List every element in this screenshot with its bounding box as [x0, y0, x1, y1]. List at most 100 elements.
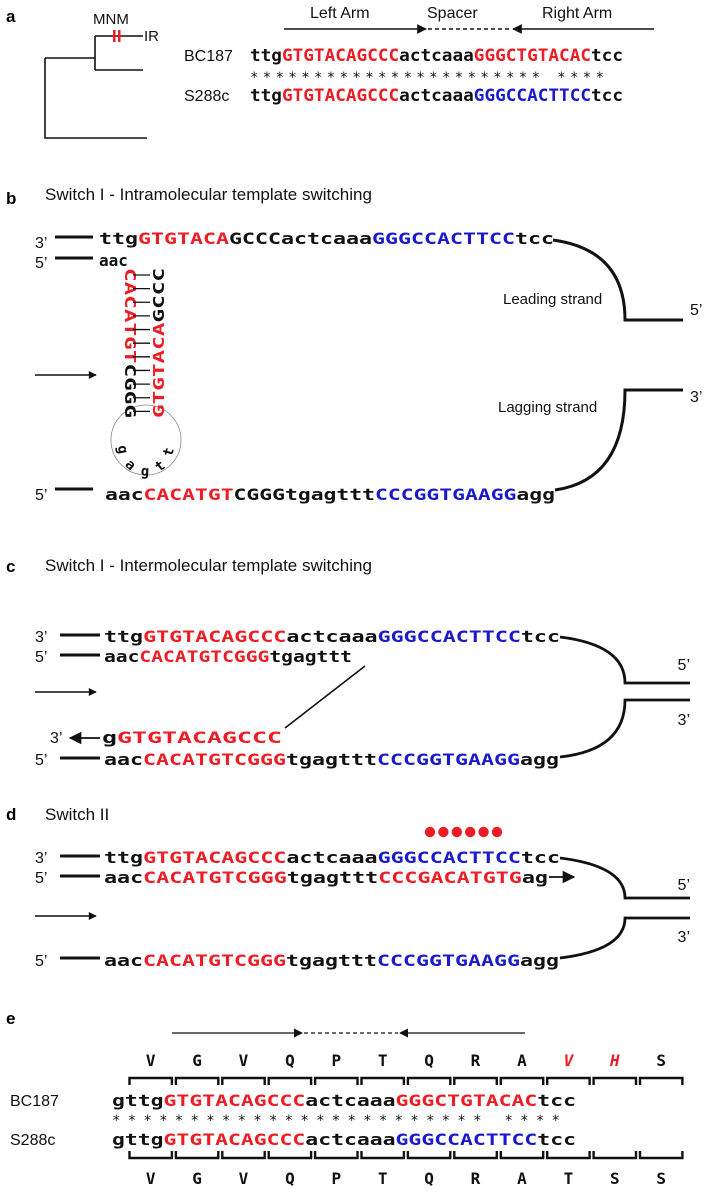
panel-title-c: Switch I - Intermolecular template switc…	[45, 556, 372, 575]
sequence-segment: ttg	[99, 229, 138, 248]
sequence-segment: actcaaa	[305, 1091, 395, 1110]
amino-acid: V	[146, 1169, 156, 1188]
end-label-5prime-bottom: 5’	[35, 953, 47, 970]
sequence-segment: g	[102, 728, 117, 747]
mutation-dot	[465, 826, 476, 838]
identity-stars: ************************ ****	[112, 1113, 560, 1129]
leading-strand-curve	[559, 635, 690, 685]
sequence-segment: aac	[104, 647, 139, 666]
amino-acid: H	[609, 1051, 620, 1070]
hairpin-loop-outline	[110, 404, 182, 476]
sequence-segment: GGGCTGTACAC	[474, 46, 591, 66]
sequence-segment: GGGCCACTTCC	[378, 627, 521, 646]
amino-acid: T	[564, 1169, 574, 1188]
codon-bracket	[453, 1151, 498, 1160]
sequence-segment: ttg	[104, 848, 143, 867]
panel-title-d: Switch II	[45, 805, 109, 824]
sequence-segment: GGGCTGTACAC	[396, 1091, 538, 1110]
sequence-segment: tcc	[537, 1091, 576, 1110]
panel-c: c Switch I - Intermolecular template swi…	[6, 556, 690, 769]
amino-acid: A	[517, 1169, 527, 1188]
codon-bracket	[221, 1076, 266, 1085]
codon-bracket	[128, 1151, 174, 1160]
amino-acid: Q	[424, 1051, 434, 1070]
sequence-segment: CGGG	[121, 363, 139, 418]
fork-end-3prime: 3’	[690, 389, 702, 406]
mutation-dot	[491, 826, 503, 838]
sequence-segment: GTGTACAGCCC	[117, 728, 282, 747]
amino-acid: T	[378, 1169, 388, 1188]
codon-bracket	[267, 1076, 313, 1085]
mutation-mark	[118, 30, 121, 42]
fork-end-3prime: 3’	[678, 929, 690, 946]
sequence-segment: ttg	[250, 86, 282, 106]
sequence-segment: GTGTACAGCCC	[143, 627, 286, 646]
sequence-segment: GTGTACAGCCC	[143, 848, 286, 867]
sequence-segment: aac	[104, 868, 143, 887]
sequence-segment: CCCGGTGAAGG	[375, 485, 516, 504]
sequence-segment: GTGTACAGCCC	[164, 1130, 306, 1149]
amino-acid: V	[239, 1051, 249, 1070]
loop-base: t	[160, 446, 178, 458]
end-label-5prime-bottom: 5’	[35, 752, 47, 769]
sequence-segment: CACATGTCGGG	[143, 750, 286, 769]
loop-base: g	[114, 444, 131, 455]
panel-b: b Switch I - Intramolecular template swi…	[6, 185, 702, 504]
codon-bracket	[360, 1076, 406, 1085]
end-label-5prime: 5’	[35, 649, 47, 666]
codon-bracket	[313, 1151, 359, 1160]
sequence-segment: CACATGTCGGG	[143, 951, 286, 970]
codon-bracket	[592, 1076, 638, 1085]
mutation-dot	[438, 826, 449, 838]
sequence-segment: aac	[104, 951, 143, 970]
end-label-3prime: 3’	[35, 850, 47, 867]
sequence-segment: CACATGTCGGG	[139, 647, 269, 666]
sequence-segment: tcc	[591, 46, 623, 66]
codon-bracket	[267, 1151, 313, 1160]
sequence-segment: gttg	[112, 1130, 164, 1149]
nascent-aac: aac	[99, 251, 128, 270]
amino-acid: G	[192, 1169, 202, 1188]
mutation-mark	[113, 30, 116, 42]
leading-strand-label: Leading strand	[503, 291, 602, 308]
sequence-segment: ttg	[250, 46, 282, 66]
amino-acid: A	[517, 1051, 527, 1070]
codon-bracket	[592, 1151, 638, 1160]
codon-brackets-bottom	[128, 1151, 684, 1160]
strain-label-bc187: BC187	[10, 1093, 59, 1110]
panel-label-a: a	[6, 7, 16, 26]
sequence-segment: tcc	[515, 229, 554, 248]
panel-label-c: c	[6, 557, 15, 576]
hairpin-stem-left: CACATGTCGGG	[121, 268, 139, 418]
lagging-strand-curve	[559, 916, 690, 960]
sequence-segment: actcaaa	[399, 86, 474, 106]
sequence-segment: tgagttt	[286, 750, 377, 769]
leading-strand-curve	[559, 856, 690, 900]
amino-acid: G	[192, 1051, 202, 1070]
loop-base: a	[122, 456, 139, 474]
panel-label-e: e	[6, 1009, 15, 1028]
sequence-segment: CACATGT	[121, 268, 139, 363]
end-label-5prime-bottom: 5’	[35, 487, 47, 504]
phylo-tree	[44, 35, 147, 139]
sequence-segment: aac	[104, 750, 143, 769]
sequence-segment: actcaaa	[286, 627, 377, 646]
end-label-5prime: 5’	[35, 870, 47, 887]
sequence-segment: GTGTACA	[150, 323, 168, 418]
codon-bracket	[546, 1076, 591, 1085]
codon-bracket	[360, 1151, 406, 1160]
sequence-segment: CCCGGTGAAGG	[377, 951, 520, 970]
amino-acid: S	[656, 1051, 666, 1070]
codon-bracket	[499, 1076, 545, 1085]
sequence-segment: tcc	[521, 627, 560, 646]
